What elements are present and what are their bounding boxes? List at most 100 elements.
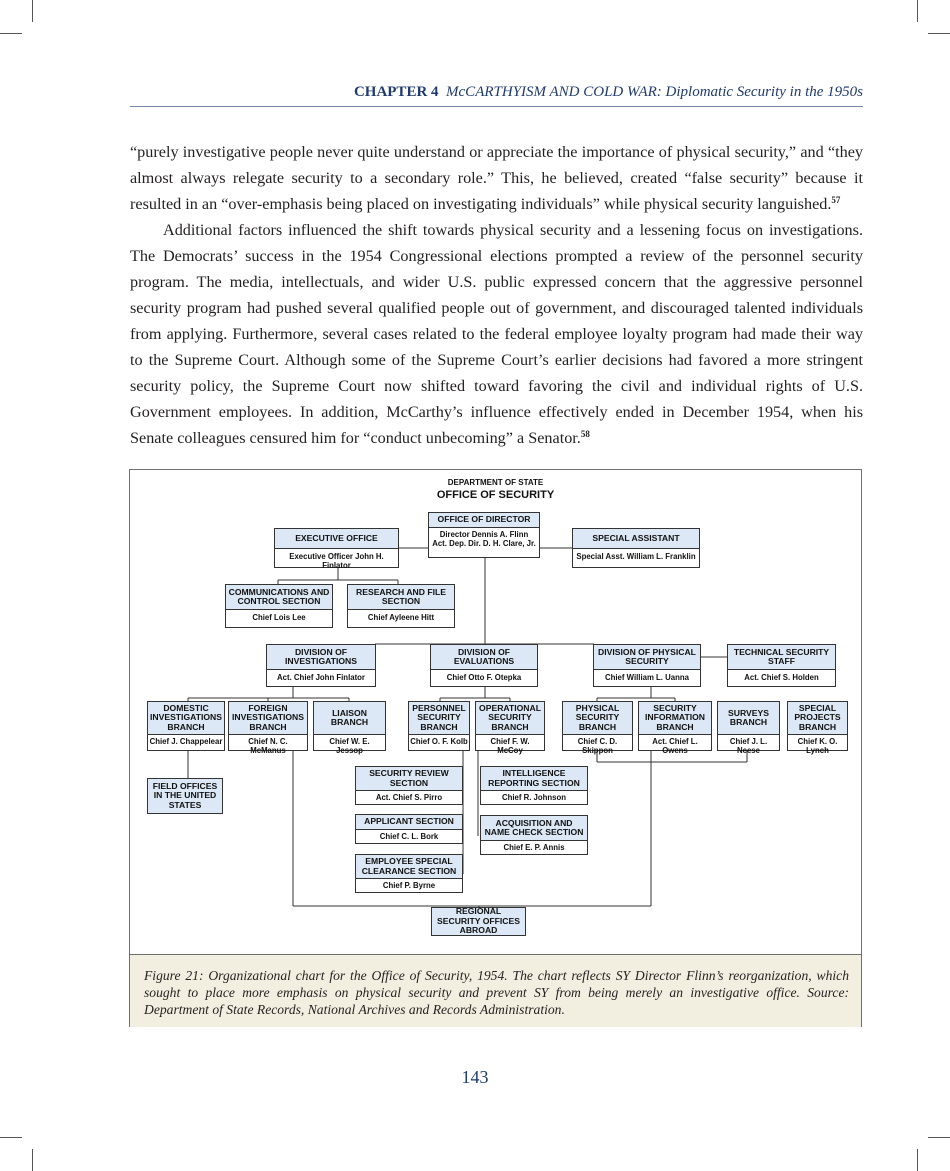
footnote-ref: 57	[831, 195, 841, 205]
division-physical-security-box: DIVISION OF PHYSICAL SECURITY Chief Will…	[593, 644, 701, 687]
box-name: Chief K. O. Lynch	[797, 737, 838, 755]
box-title: SURVEYS BRANCH	[718, 702, 779, 735]
box-name: Special Asst. William L. Franklin	[576, 552, 696, 561]
field-offices-box: FIELD OFFICES IN THE UNITED STATES	[147, 778, 223, 814]
box-name: Chief E. P. Annis	[503, 843, 565, 852]
communications-section-box: COMMUNICATIONS AND CONTROL SECTION Chief…	[225, 584, 333, 628]
box-name: Chief R. Johnson	[501, 793, 567, 802]
box-name: Act. Chief L. Owens	[652, 737, 698, 755]
header-rule	[130, 106, 863, 107]
box-title: APPLICANT SECTION	[356, 815, 462, 830]
division-investigations-box: DIVISION OF INVESTIGATIONS Act. Chief Jo…	[266, 644, 376, 687]
box-title: EXECUTIVE OFFICE	[275, 529, 398, 549]
box-title: OPERATIONAL SECURITY BRANCH	[476, 702, 544, 735]
security-information-branch-box: SECURITY INFORMATION BRANCH Act. Chief L…	[638, 701, 712, 755]
regional-security-offices-box: REGIONAL SECURITY OFFICES ABROAD	[431, 907, 526, 936]
crop-mark	[928, 1137, 950, 1138]
box-title: DIVISION OF INVESTIGATIONS	[267, 645, 375, 670]
chart-dept-label: DEPARTMENT OF STATE	[447, 478, 544, 487]
box-name: Act. Chief John Finlator	[277, 673, 365, 682]
special-assistant-box: SPECIAL ASSISTANT Special Asst. William …	[572, 528, 700, 568]
box-title: SECURITY INFORMATION BRANCH	[639, 702, 711, 735]
box-name: Chief W. E. Jessop	[329, 737, 370, 755]
executive-office-box: EXECUTIVE OFFICE Executive Officer John …	[274, 528, 399, 570]
box-title: FOREIGN INVESTIGATIONS BRANCH	[229, 702, 307, 735]
personnel-security-branch-box: PERSONNEL SECURITY BRANCH Chief O. F. Ko…	[408, 701, 470, 751]
applicant-section-box: APPLICANT SECTION Chief C. L. Bork	[355, 814, 463, 844]
box-name: Chief William L. Uanna	[605, 673, 689, 682]
box-name: Director Dennis A. Flinn Act. Dep. Dir. …	[429, 528, 539, 550]
crop-mark	[917, 0, 918, 22]
chart-title: OFFICE OF SECURITY	[436, 489, 555, 501]
page-number: 143	[461, 1067, 489, 1087]
chapter-title: McCARTHYISM AND COLD WAR: Diplomatic Sec…	[446, 84, 863, 100]
crop-mark	[32, 0, 33, 22]
box-title: RESEARCH AND FILE SECTION	[348, 585, 454, 610]
box-name: Chief J. L. Neese	[729, 737, 768, 755]
paragraph-text: “purely investigative people never quite…	[130, 143, 863, 213]
paragraph-text: Additional factors influenced the shift …	[130, 221, 863, 447]
crop-mark	[928, 33, 950, 34]
box-name: Chief C. L. Bork	[379, 832, 439, 841]
intelligence-reporting-section-box: INTELLIGENCE REPORTING SECTION Chief R. …	[480, 766, 588, 805]
division-evaluations-box: DIVISION OF EVALUATIONS Chief Otto F. Ot…	[430, 644, 538, 687]
acquisition-name-check-section-box: ACQUISITION AND NAME CHECK SECTION Chief…	[480, 815, 588, 855]
box-title: SECURITY REVIEW SECTION	[356, 767, 462, 791]
org-chart-figure: DEPARTMENT OF STATE OFFICE OF SECURITY O…	[129, 469, 862, 1027]
box-title: ACQUISITION AND NAME CHECK SECTION	[481, 816, 587, 841]
box-title: PHYSICAL SECURITY BRANCH	[563, 702, 632, 735]
domestic-investigations-branch-box: DOMESTIC INVESTIGATIONS BRANCH Chief J. …	[147, 701, 225, 751]
crop-mark	[0, 33, 22, 34]
box-name: Executive Officer John H. Finlator	[289, 552, 384, 570]
box-name: Act. Chief S. Holden	[744, 673, 819, 682]
box-title: DOMESTIC INVESTIGATIONS BRANCH	[148, 702, 224, 735]
box-title: OFFICE OF DIRECTOR	[429, 513, 539, 528]
employee-clearance-section-box: EMPLOYEE SPECIAL CLEARANCE SECTION Chief…	[355, 854, 463, 893]
box-name: Chief N. C. McManus	[248, 737, 288, 755]
technical-security-staff-box: TECHNICAL SECURITY STAFF Act. Chief S. H…	[727, 644, 836, 687]
org-chart: DEPARTMENT OF STATE OFFICE OF SECURITY O…	[130, 470, 861, 954]
box-name: Chief F. W. McCoy	[490, 737, 530, 755]
figure-caption: Figure 21: Organizational chart for the …	[144, 968, 849, 1017]
security-review-section-box: SECURITY REVIEW SECTION Act. Chief S. Pi…	[355, 766, 463, 805]
box-title: INTELLIGENCE REPORTING SECTION	[481, 767, 587, 791]
research-section-box: RESEARCH AND FILE SECTION Chief Ayleene …	[347, 584, 455, 628]
crop-mark	[0, 1137, 22, 1138]
paragraph: Additional factors influenced the shift …	[130, 217, 863, 451]
foreign-investigations-branch-box: FOREIGN INVESTIGATIONS BRANCH Chief N. C…	[228, 701, 308, 755]
box-title: TECHNICAL SECURITY STAFF	[728, 645, 835, 670]
box-name: Chief J. Chappelear	[149, 737, 223, 746]
footnote-ref: 58	[580, 429, 590, 439]
operational-security-branch-box: OPERATIONAL SECURITY BRANCH Chief F. W. …	[475, 701, 545, 755]
box-title: EMPLOYEE SPECIAL CLEARANCE SECTION	[356, 855, 462, 879]
box-name: Chief Otto F. Otepka	[446, 673, 522, 682]
crop-mark	[32, 1149, 33, 1171]
box-name: Chief Lois Lee	[252, 613, 306, 622]
figure-caption-area: Figure 21: Organizational chart for the …	[130, 954, 861, 1027]
box-name: Chief Ayleene Hitt	[367, 613, 435, 622]
box-title: COMMUNICATIONS AND CONTROL SECTION	[226, 585, 332, 610]
paragraph: “purely investigative people never quite…	[130, 139, 863, 217]
box-title: DIVISION OF PHYSICAL SECURITY	[594, 645, 700, 670]
physical-security-branch-box: PHYSICAL SECURITY BRANCH Chief C. D. Ski…	[562, 701, 633, 755]
box-title: LIAISON BRANCH	[314, 702, 385, 735]
special-projects-branch-box: SPECIAL PROJECTS BRANCH Chief K. O. Lync…	[787, 701, 848, 755]
office-of-director-box: OFFICE OF DIRECTOR Director Dennis A. Fl…	[428, 512, 540, 558]
box-name: Chief P. Byrne	[382, 881, 436, 890]
director-name: Director Dennis A. Flinn	[439, 530, 529, 539]
deputy-director-name: Act. Dep. Dir. D. H. Clare, Jr.	[432, 539, 536, 548]
box-title: SPECIAL PROJECTS BRANCH	[788, 702, 847, 735]
crop-mark	[917, 1149, 918, 1171]
box-title: DIVISION OF EVALUATIONS	[431, 645, 537, 670]
box-name: Chief O. F. Kolb	[410, 737, 468, 746]
box-title: PERSONNEL SECURITY BRANCH	[409, 702, 469, 735]
box-title: SPECIAL ASSISTANT	[573, 529, 699, 549]
box-name: Act. Chief S. Pirro	[375, 793, 443, 802]
chapter-label: CHAPTER 4	[353, 84, 439, 100]
box-name: Chief C. D. Skippon	[577, 737, 618, 755]
surveys-branch-box: SURVEYS BRANCH Chief J. L. Neese	[717, 701, 780, 755]
liaison-branch-box: LIAISON BRANCH Chief W. E. Jessop	[313, 701, 386, 755]
connector-lines	[147, 547, 748, 910]
running-header: CHAPTER 4 McCARTHYISM AND COLD WAR: Dipl…	[130, 84, 863, 101]
body-text: “purely investigative people never quite…	[130, 139, 863, 451]
